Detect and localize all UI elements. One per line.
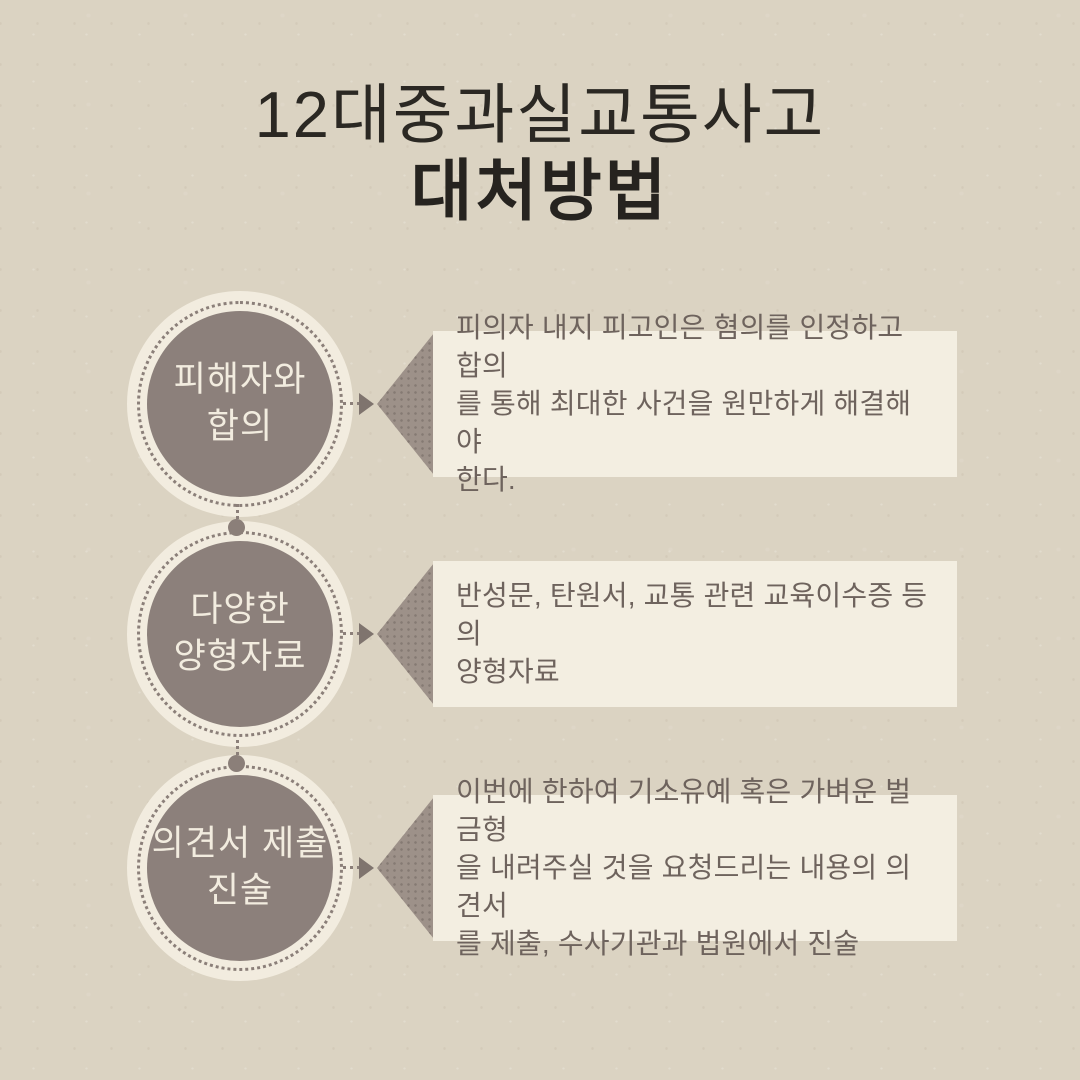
arrow-right-icon	[359, 623, 374, 645]
circle-outer-ring	[127, 291, 353, 517]
panel-pointer-icon	[377, 333, 434, 475]
dotted-connector	[343, 632, 360, 635]
link-dotted-line	[236, 740, 239, 755]
step-circle: 다양한 양형자료	[147, 541, 333, 727]
link-dot	[228, 519, 245, 536]
dotted-ring	[137, 765, 343, 971]
step-circle-label: 피해자와 합의	[173, 360, 307, 446]
description-text: 피의자 내지 피고인은 혐의를 인정하고 합의 를 통해 최대한 사건을 원만하…	[456, 312, 912, 495]
arrow-right-icon	[359, 393, 374, 415]
description-panel: 반성문, 탄원서, 교통 관련 교육이수증 등의 양형자료	[433, 561, 957, 707]
panel-pointer-icon	[377, 797, 434, 939]
link-dotted-line	[236, 504, 239, 519]
description-text: 반성문, 탄원서, 교통 관련 교육이수증 등의 양형자료	[456, 580, 928, 687]
description-panel: 피의자 내지 피고인은 혐의를 인정하고 합의 를 통해 최대한 사건을 원만하…	[433, 312, 957, 495]
dotted-connector	[343, 866, 360, 869]
dotted-connector	[343, 402, 360, 405]
panel-pointer-icon	[377, 563, 434, 705]
step-circle: 피해자와 합의	[147, 311, 333, 497]
step-circle: 의견서 제출 진술	[147, 775, 333, 961]
description-text: 이번에 한하여 기소유예 혹은 가벼운 벌금형 을 내려주실 것을 요청드리는 …	[456, 776, 912, 959]
dotted-ring	[137, 301, 343, 507]
step-circle-label: 의견서 제출 진술	[151, 824, 329, 910]
step-circle-label: 다양한 양형자료	[173, 590, 307, 676]
page-title-line-1: 12대중과실교통사고	[254, 78, 826, 151]
arrow-right-icon	[359, 857, 374, 879]
link-dot	[228, 755, 245, 772]
description-panel: 이번에 한하여 기소유예 혹은 가벼운 벌금형 을 내려주실 것을 요청드리는 …	[433, 776, 957, 959]
circle-outer-ring	[127, 755, 353, 981]
circle-outer-ring	[127, 521, 353, 747]
page-title-line-2: 대처방법	[410, 154, 670, 229]
dotted-ring	[137, 531, 343, 737]
